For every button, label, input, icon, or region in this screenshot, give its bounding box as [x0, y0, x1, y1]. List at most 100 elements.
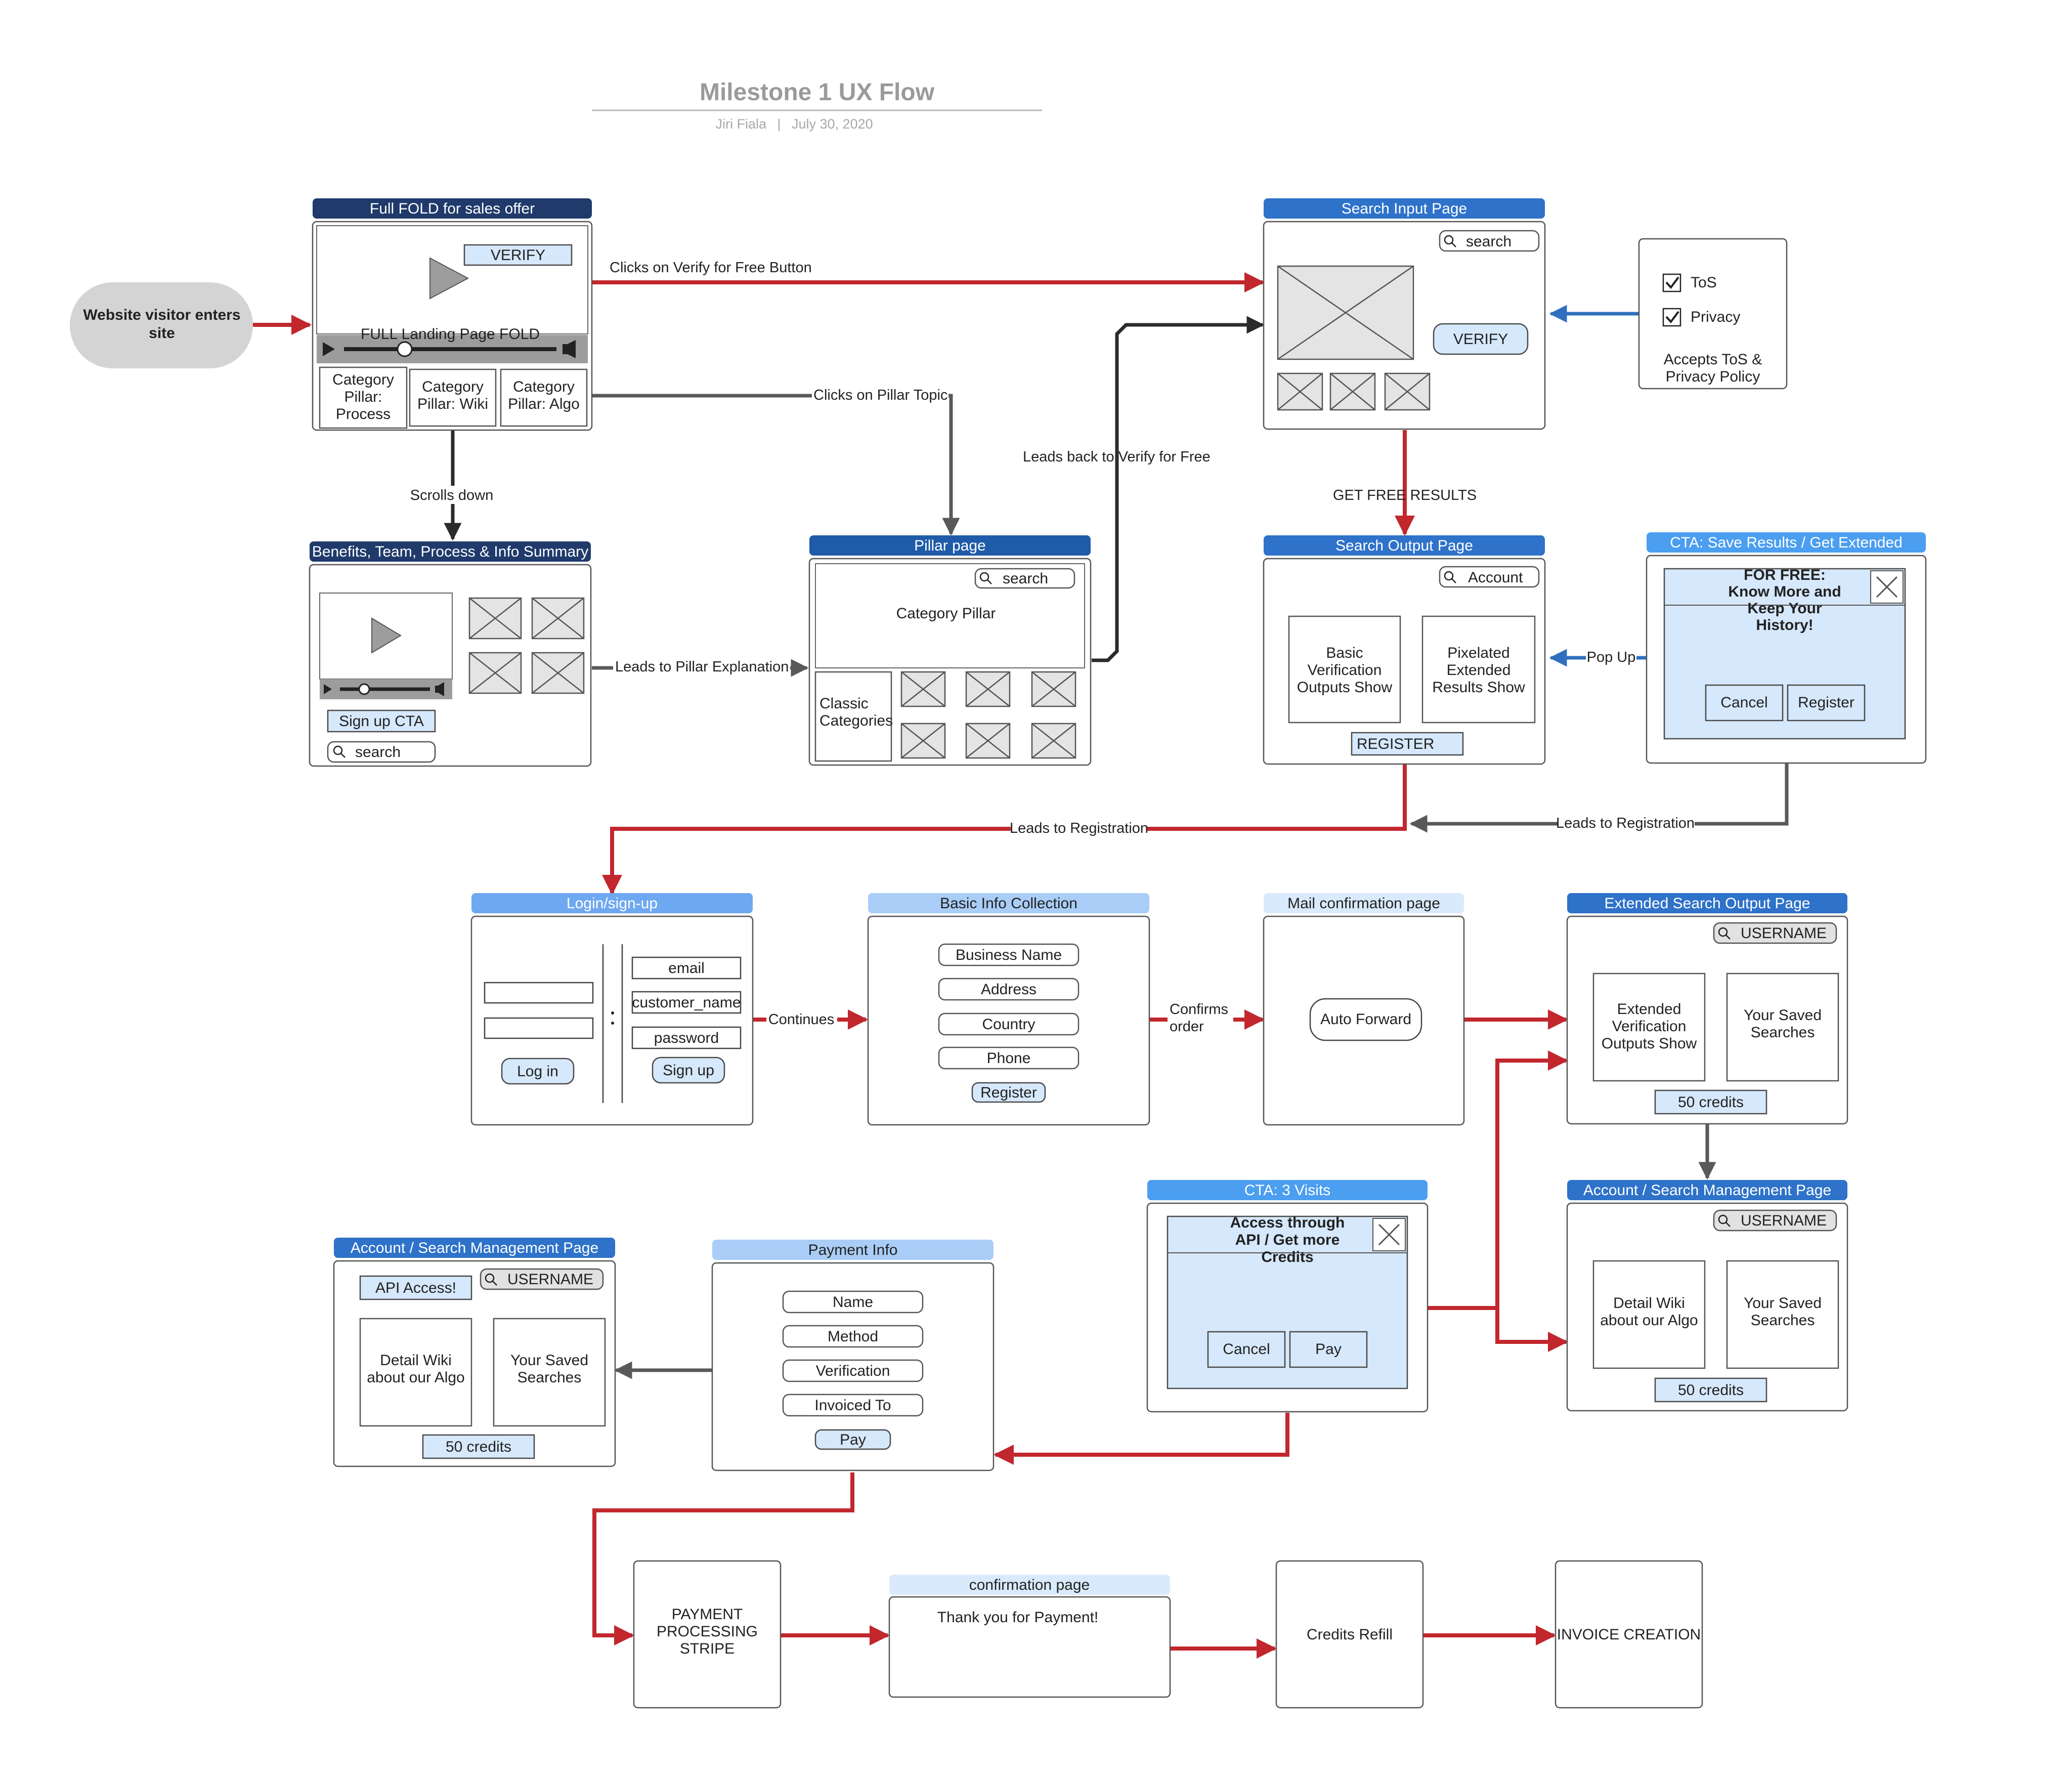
label-bg [407, 486, 498, 504]
invoice-frame [1555, 1560, 1703, 1709]
signup-button[interactable] [652, 1057, 725, 1084]
username-badge[interactable] [480, 1268, 604, 1290]
api-access-button[interactable] [359, 1275, 472, 1300]
country-field[interactable] [938, 1012, 1080, 1036]
progress-knob[interactable] [358, 683, 370, 695]
credits-text: 50 credits [1678, 1382, 1744, 1399]
image-placeholder-icon [965, 671, 1011, 707]
image-placeholder-icon [965, 723, 1011, 759]
account-right-header [1567, 1180, 1847, 1200]
label-bg [1168, 999, 1233, 1035]
cat-algo-tile[interactable] [500, 368, 588, 427]
node-confirmation: confirmation page Thank you for Payment! [888, 1575, 1171, 1698]
search-input[interactable] [327, 741, 436, 763]
email-field[interactable] [631, 956, 742, 980]
password-field[interactable] [484, 1017, 594, 1039]
classic-categories-box[interactable] [814, 671, 892, 762]
signup-button-text: Sign up [663, 1062, 714, 1079]
image-placeholder-icon [1277, 372, 1323, 411]
play-small-icon[interactable] [324, 684, 332, 694]
register-button[interactable] [1787, 684, 1866, 722]
pay-button-text: Pay [840, 1431, 866, 1448]
close-icon[interactable] [1870, 570, 1904, 604]
cta-save-header-text: CTA: Save Results / Get Extended [1670, 534, 1903, 551]
stripe-frame [633, 1560, 782, 1709]
auto-forward-button[interactable] [1309, 998, 1422, 1041]
address-field[interactable] [938, 978, 1080, 1001]
verify-button-text: VERIFY [491, 247, 545, 264]
diagram-author: Jiri Fiala [715, 116, 766, 132]
start-pill[interactable] [70, 282, 253, 368]
auto-forward-text: Auto Forward [1320, 1011, 1411, 1028]
saved-searches-panel [493, 1318, 606, 1427]
verification-field[interactable] [782, 1359, 924, 1382]
search-input[interactable] [974, 568, 1075, 589]
register-button[interactable] [1351, 732, 1464, 756]
edge-labels: Clicks on Verify for Free Button Clicks … [407, 260, 1695, 1035]
signup-cta-text: Sign up CTA [339, 713, 424, 730]
name-field[interactable] [782, 1290, 924, 1314]
username-field[interactable] [484, 982, 594, 1004]
play-icon[interactable] [371, 617, 402, 654]
phone-text: Phone [987, 1050, 1031, 1067]
saved-searches-panel [1726, 1260, 1839, 1369]
search-input-header [1264, 198, 1545, 219]
verify-button[interactable] [1433, 323, 1529, 355]
cancel-button[interactable] [1705, 684, 1784, 722]
customer-name-field[interactable] [631, 991, 742, 1014]
volume-icon[interactable] [563, 340, 576, 358]
close-icon[interactable] [1372, 1218, 1406, 1251]
label-get-free-results: GET FREE RESULTS [1333, 487, 1477, 503]
account-input[interactable] [1439, 566, 1540, 588]
phone-field[interactable] [938, 1046, 1080, 1070]
username-badge[interactable] [1713, 1209, 1837, 1232]
search-input[interactable] [1439, 230, 1540, 252]
payment-header-text: Payment Info [808, 1242, 898, 1258]
edge-cta-save-to-registration [1409, 763, 1789, 833]
label-leads-reg-2: Leads to Registration [1556, 815, 1695, 831]
search-icon [485, 1273, 497, 1286]
play-small-icon[interactable] [323, 342, 335, 356]
label-clicks-verify: Clicks on Verify for Free Button [610, 260, 812, 276]
image-placeholder-icon [468, 652, 522, 694]
pay-button[interactable] [814, 1429, 891, 1450]
invoiced-to-field[interactable] [782, 1393, 924, 1417]
volume-icon[interactable] [435, 682, 444, 696]
cancel-button-text: Cancel [1720, 694, 1767, 711]
mail-conf-header-text: Mail confirmation page [1287, 895, 1440, 912]
cancel-button[interactable] [1207, 1331, 1286, 1368]
label-bg [1558, 815, 1695, 833]
diagram-title: Milestone 1 UX Flow [700, 79, 935, 106]
verify-button[interactable] [463, 244, 573, 266]
play-icon[interactable] [429, 257, 469, 300]
password-signup-field[interactable] [631, 1026, 742, 1049]
business-name-field[interactable] [938, 943, 1080, 966]
node-mail-confirmation: Mail confirmation page Auto Forward [1263, 893, 1465, 1126]
ext-output-header-text: Extended Search Output Page [1605, 895, 1810, 912]
account-input-text: Account [1468, 569, 1523, 586]
node-account-right: Account / Search Management Page USERNAM… [1566, 1180, 1848, 1412]
pay-button-text: Pay [1315, 1341, 1342, 1358]
login-button[interactable] [501, 1058, 575, 1085]
pillar-header-text: Pillar page [914, 537, 986, 554]
node-payment: Payment Info Name Method Verification In… [711, 1240, 995, 1471]
label-leads-back-verify: Leads back to Verify for Free [1023, 449, 1211, 465]
cat-process-tile[interactable] [319, 366, 408, 429]
credits-badge [1654, 1377, 1767, 1403]
progress-knob[interactable] [397, 341, 413, 357]
cat-wiki-tile[interactable] [409, 368, 497, 427]
landing-fold-text: FULL Landing Page FOLD [361, 326, 540, 343]
signup-cta-button[interactable] [327, 709, 436, 733]
method-field[interactable] [782, 1325, 924, 1348]
register-button[interactable] [971, 1082, 1046, 1103]
cta-visits-header-text: CTA: 3 Visits [1244, 1182, 1331, 1199]
username-badge[interactable] [1713, 922, 1837, 944]
pay-button[interactable] [1289, 1331, 1368, 1368]
account-left-header [334, 1238, 615, 1258]
basic-outputs-panel [1288, 615, 1401, 724]
